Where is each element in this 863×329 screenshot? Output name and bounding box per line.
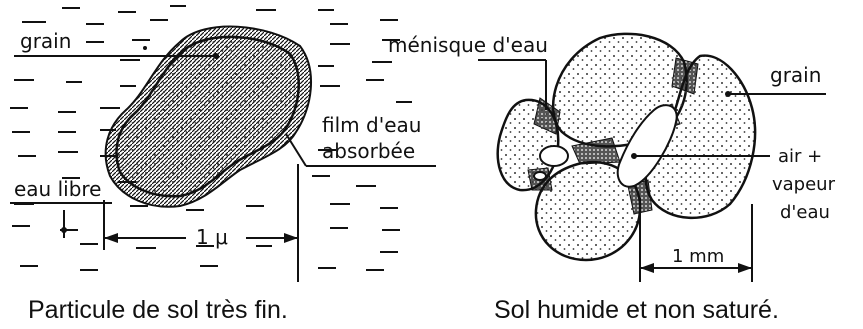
leader-film: [286, 134, 306, 166]
caption-right: Sol humide et non saturé.: [494, 296, 779, 324]
label-grain: grain: [20, 29, 71, 53]
label-film: film d'eau: [322, 113, 421, 137]
right-panel: ménisque d'eau grain air + vapeur d'eau …: [388, 33, 836, 324]
dim-mm-arrow-right: [738, 263, 752, 273]
air-pocket-small: [540, 146, 568, 166]
label-meniscus: ménisque d'eau: [388, 33, 548, 57]
label-air-3: d'eau: [780, 202, 830, 223]
soil-grain: [116, 37, 298, 196]
label-film-2: absorbée: [322, 139, 415, 163]
leader-air-dot: [631, 153, 637, 159]
dim-arrow-left: [104, 233, 118, 243]
label-air: air +: [778, 146, 822, 167]
free-water-marker-dot: [61, 227, 67, 233]
leader-grain-dot: [213, 53, 219, 59]
label-grain-right: grain: [770, 63, 821, 87]
dim-arrow-right: [284, 233, 298, 243]
left-panel: grain film d'eau absorbée eau libre 1 μ …: [10, 6, 436, 324]
label-free-water: eau libre: [14, 177, 102, 201]
air-pocket-tiny: [534, 172, 546, 180]
free-water-dot: [143, 46, 147, 50]
dimension-1-micron: 1 μ: [196, 225, 228, 249]
dim-mm-arrow-left: [640, 263, 654, 273]
dimension-1-mm: 1 mm: [672, 246, 724, 267]
caption-left: Particule de sol très fin.: [28, 296, 288, 324]
label-air-2: vapeur: [772, 174, 836, 195]
leader-grain-right-dot: [725, 91, 731, 97]
